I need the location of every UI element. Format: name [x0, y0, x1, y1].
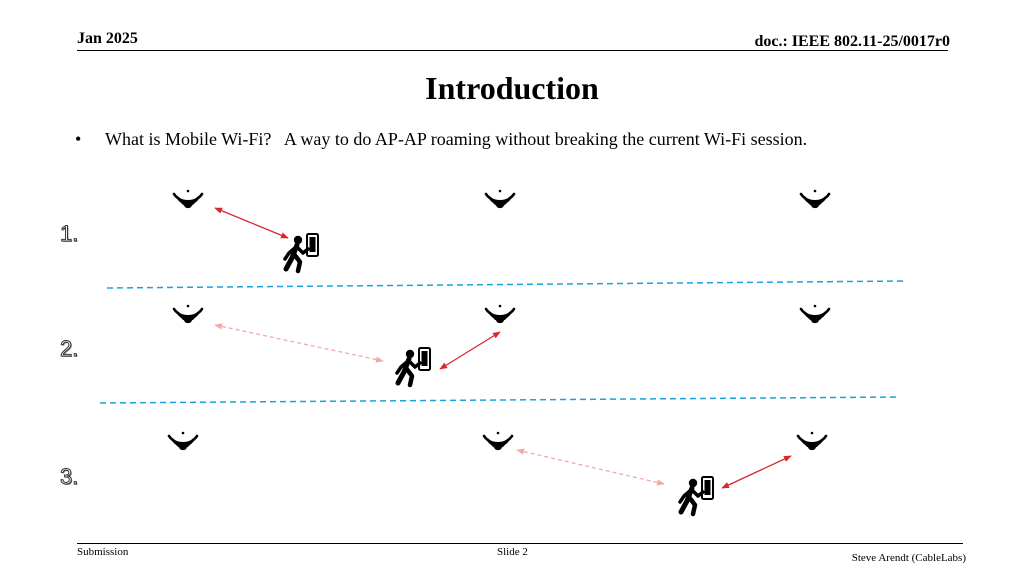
wifi-signal-icon: [796, 430, 828, 451]
walking-person-with-phone-icon: [285, 234, 318, 271]
wifi-signal-icon: [172, 188, 204, 209]
active-connection-arrow: [721, 455, 792, 489]
wifi-signal-icon: [484, 303, 516, 324]
bullet-text: What is Mobile Wi-Fi? A way to do AP-AP …: [105, 129, 808, 149]
scenario-label-1: 1.: [59, 221, 79, 247]
wifi-signal-icon: [172, 303, 204, 324]
footer-divider: [77, 543, 963, 544]
header-divider: [77, 50, 948, 51]
previous-connection-arrow: [516, 448, 665, 486]
wifi-signal-icon: [799, 303, 831, 324]
scenario-label-2: 2.: [59, 336, 79, 362]
bullet-point: • What is Mobile Wi-Fi? A way to do AP-AP…: [75, 129, 807, 150]
footer-submission: Submission: [77, 546, 129, 558]
previous-connection-arrow: [214, 323, 384, 363]
active-connection-arrow: [214, 207, 289, 239]
scenario-divider: [106, 280, 908, 289]
slide-title: Introduction: [425, 70, 599, 106]
bullet-marker: •: [75, 129, 82, 149]
walking-person-with-phone-icon: [680, 477, 713, 514]
header-date: Jan 2025: [77, 30, 138, 47]
wifi-signal-icon: [167, 430, 199, 451]
scenario-divider: [99, 396, 901, 404]
active-connection-arrow: [439, 331, 501, 370]
wifi-signal-icon: [482, 430, 514, 451]
scenario-label-3: 3.: [59, 464, 79, 490]
footer-slide-number: Slide 2: [497, 546, 528, 558]
header-doc-id: doc.: IEEE 802.11-25/0017r0: [754, 33, 950, 50]
walking-person-with-phone-icon: [397, 348, 430, 385]
wifi-signal-icon: [484, 188, 516, 209]
wifi-signal-icon: [799, 188, 831, 209]
footer-author: Steve Arendt (CableLabs): [851, 552, 966, 564]
